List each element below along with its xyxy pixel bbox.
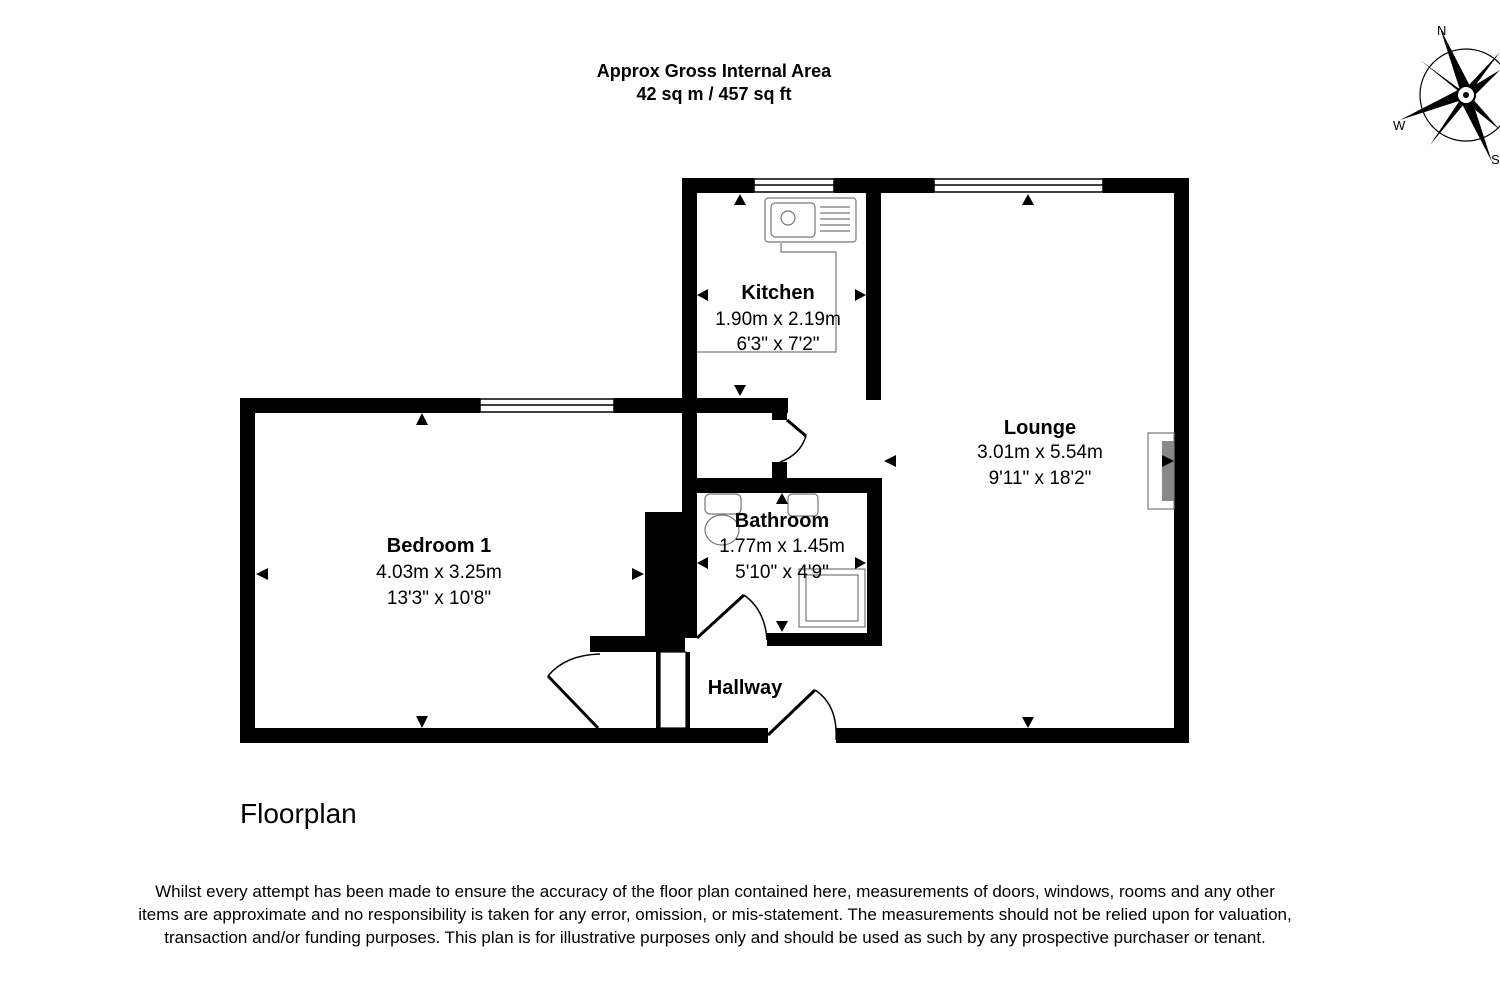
- basin-icon: [704, 493, 742, 515]
- lounge-name: Lounge: [1004, 417, 1076, 439]
- room-lounge: Lounge 3.01m x 5.54m 9'11" x 18'2": [977, 417, 1103, 489]
- doors: [546, 418, 837, 741]
- compass-n-label: N: [1437, 23, 1446, 38]
- area-header: Approx Gross Internal Area 42 sq m / 457…: [514, 60, 914, 106]
- room-bedroom: Bedroom 1 4.03m x 3.25m 13'3" x 10'8": [376, 535, 502, 609]
- bedroom-imperial: 13'3" x 10'8": [387, 588, 491, 609]
- area-title: Approx Gross Internal Area: [596, 61, 832, 81]
- compass-s-label: S: [1491, 152, 1500, 167]
- bathroom-name: Bathroom: [735, 510, 829, 532]
- kitchen-metric: 1.90m x 2.19m: [715, 309, 841, 330]
- floor-title: Floorplan: [240, 798, 357, 829]
- kitchen-name: Kitchen: [741, 282, 814, 304]
- bedroom-metric: 4.03m x 3.25m: [376, 562, 502, 583]
- bathroom-imperial: 5'10" x 4'9": [735, 562, 829, 583]
- hallway-name: Hallway: [708, 677, 783, 699]
- compass-rose-icon: N W S: [1393, 23, 1500, 167]
- lounge-imperial: 9'11" x 18'2": [989, 468, 1092, 489]
- lounge-metric: 3.01m x 5.54m: [977, 442, 1103, 463]
- compass-w-label: W: [1393, 118, 1406, 133]
- room-hallway: Hallway: [708, 677, 783, 699]
- room-bathroom: Bathroom 1.77m x 1.45m 5'10" x 4'9": [719, 510, 845, 583]
- windows: [479, 178, 1104, 413]
- area-value: 42 sq m / 457 sq ft: [636, 84, 792, 104]
- sink-icon: [764, 197, 857, 243]
- disclaimer-text: Whilst every attempt has been made to en…: [138, 882, 1292, 947]
- shower-tray-icon: [798, 568, 866, 628]
- kitchen-imperial: 6'3" x 7'2": [736, 334, 819, 355]
- bedroom-name: Bedroom 1: [387, 535, 491, 557]
- walls: [240, 178, 1189, 743]
- fixtures: [659, 197, 1175, 729]
- dimension-arrows: [256, 194, 1174, 728]
- room-kitchen: Kitchen 1.90m x 2.19m 6'3" x 7'2": [715, 282, 841, 355]
- toilet-icon: [787, 493, 819, 517]
- bathroom-metric: 1.77m x 1.45m: [719, 536, 845, 557]
